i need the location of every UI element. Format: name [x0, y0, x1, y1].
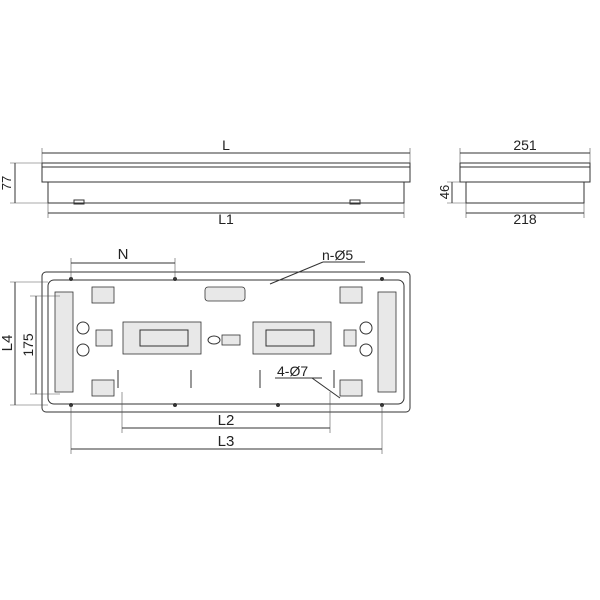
front-view: L L1 77 [0, 137, 411, 227]
plan-view: N n-Ø5 4-Ø7 L4 175 L2 L3 [0, 246, 411, 454]
label-175: 175 [20, 333, 36, 357]
label-N: N [118, 246, 129, 263]
label-251: 251 [513, 137, 537, 153]
label-L3: L3 [218, 433, 235, 450]
label-L: L [222, 137, 230, 153]
side-view: 251 218 46 [437, 137, 591, 227]
label-L4: L4 [0, 335, 16, 352]
label-L2: L2 [218, 412, 235, 429]
label-L1: L1 [218, 211, 234, 227]
label-77: 77 [0, 176, 14, 190]
label-hole-n-d5: n-Ø5 [322, 247, 353, 263]
label-46: 46 [437, 185, 452, 199]
label-218: 218 [513, 211, 537, 227]
label-mount-hole-4-d7: 4-Ø7 [277, 363, 308, 379]
